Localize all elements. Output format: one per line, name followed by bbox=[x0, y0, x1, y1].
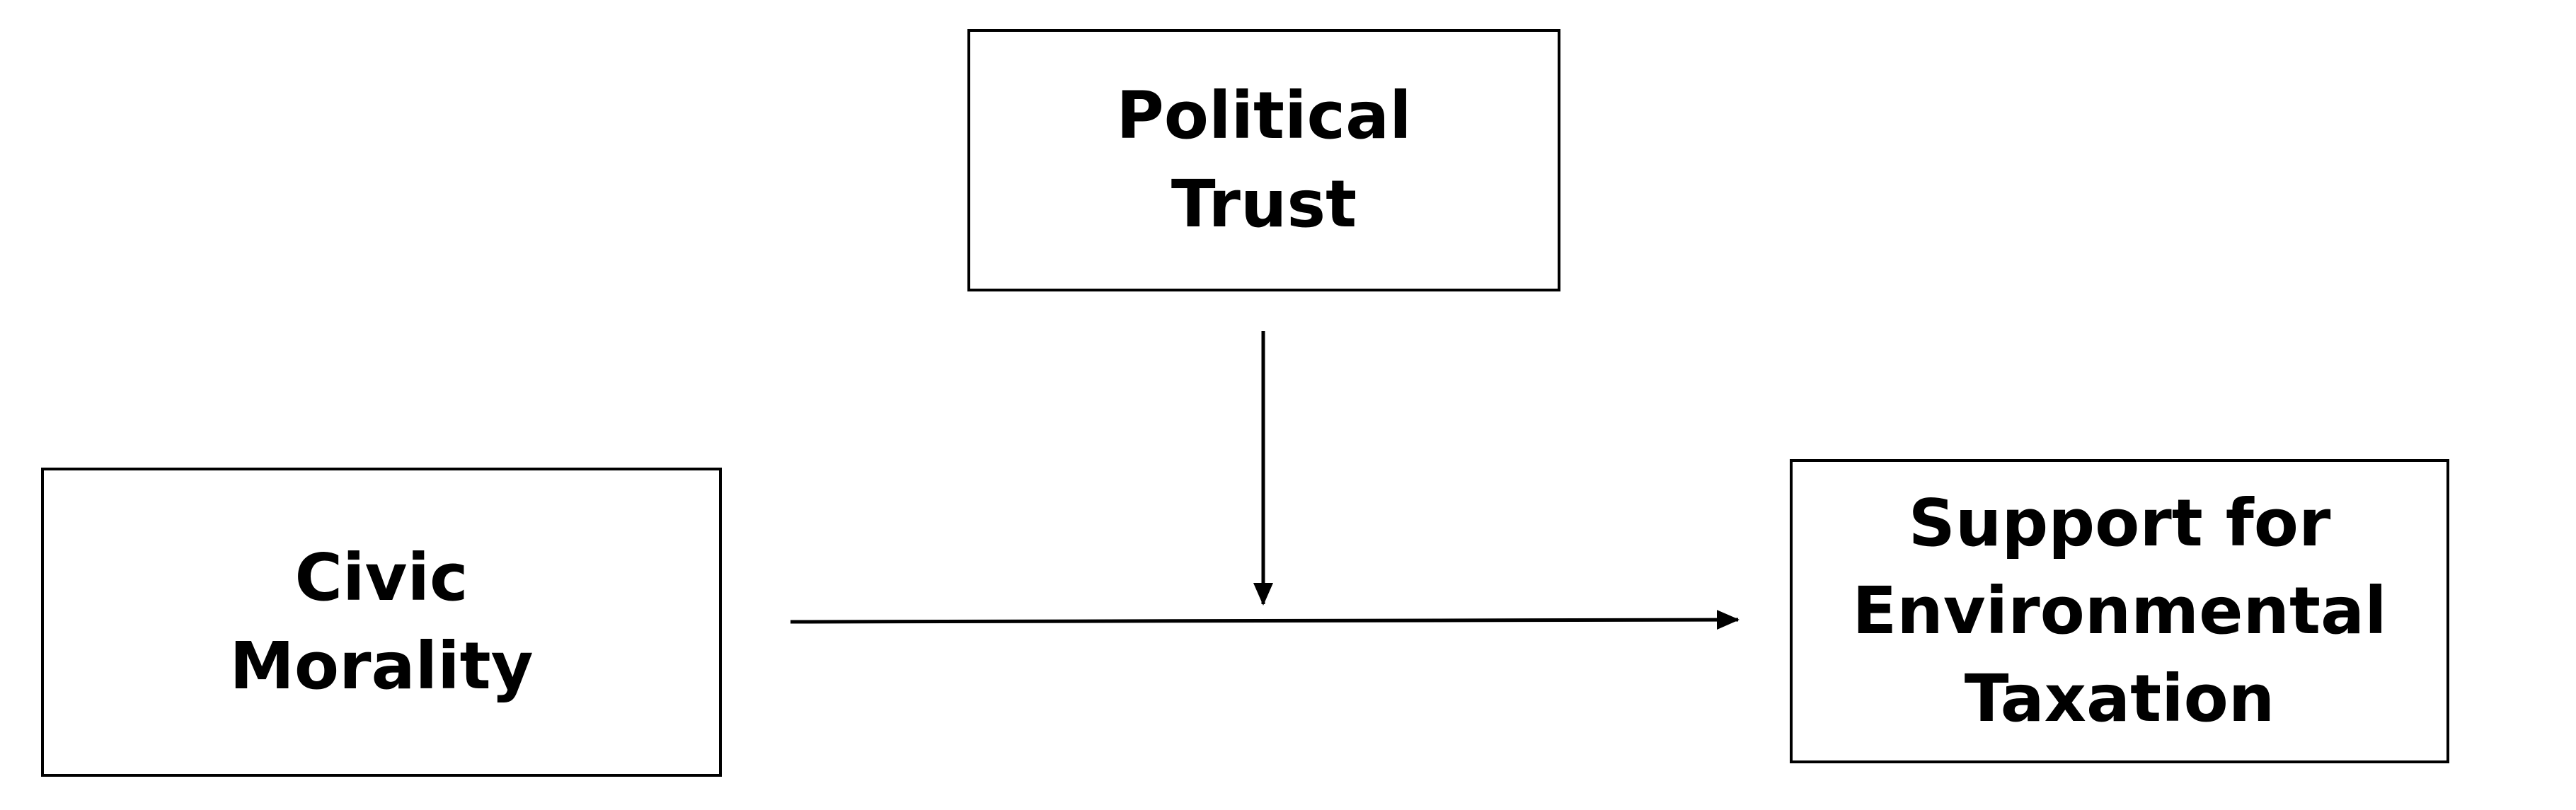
civic-morality-node: Civic Morality bbox=[41, 468, 722, 777]
political-trust-label: Political Trust bbox=[1116, 78, 1412, 242]
direct-effect-arrow bbox=[790, 610, 1740, 630]
civic-morality-label: Civic Morality bbox=[229, 540, 534, 704]
support-environmental-taxation-node: Support for Environmental Taxation bbox=[1790, 459, 2449, 763]
political-trust-node: Political Trust bbox=[967, 29, 1560, 291]
support-environmental-taxation-label: Support for Environmental Taxation bbox=[1852, 485, 2387, 737]
